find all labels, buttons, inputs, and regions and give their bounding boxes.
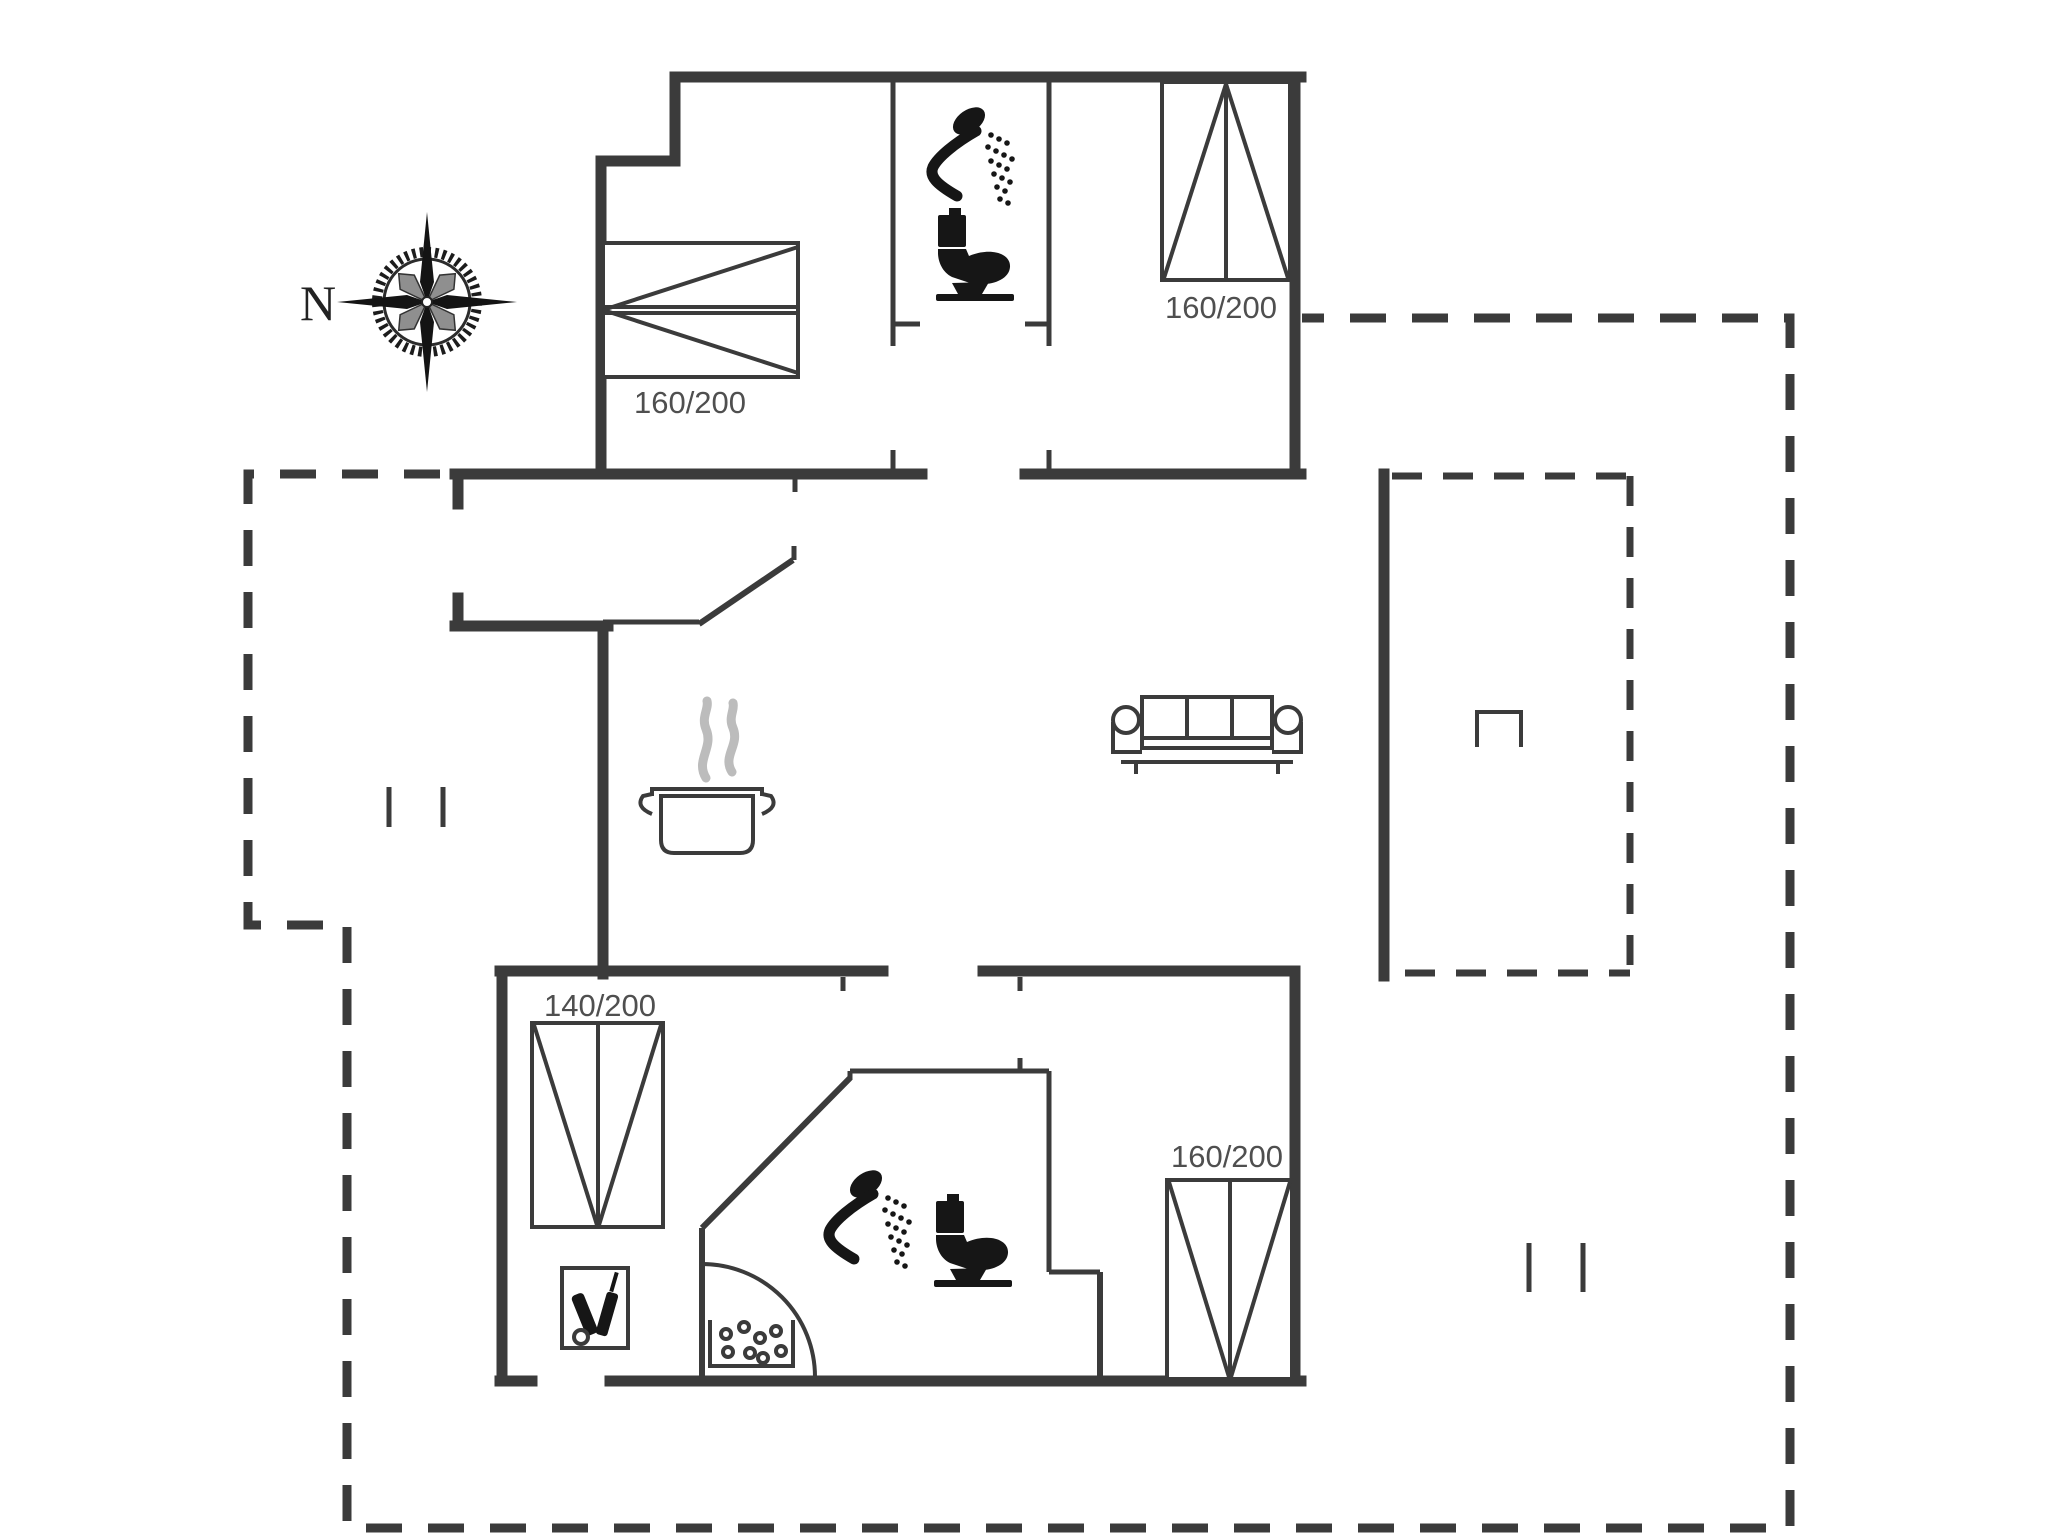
shower-icon-top xyxy=(932,102,1015,206)
bed-top-left-size-label: 160/200 xyxy=(634,385,746,420)
door-swing-arc xyxy=(701,1262,817,1378)
bed-bottom-right xyxy=(1165,1178,1294,1381)
bed-bottom-left xyxy=(530,1021,665,1229)
bed-top-left xyxy=(601,241,800,379)
compass-rose-icon xyxy=(337,212,517,392)
toilet-icon-bottom xyxy=(934,1194,1012,1287)
terrace-dashed-boundary xyxy=(243,313,1795,1533)
shower-icon-bottom xyxy=(829,1165,912,1269)
steam-icon xyxy=(697,696,740,783)
north-label: N xyxy=(300,275,336,331)
shoe-basket xyxy=(708,1320,795,1368)
covered-terrace-dashed-outline xyxy=(1392,472,1634,977)
sofa xyxy=(1111,695,1303,774)
step-marks-left xyxy=(386,787,446,827)
bed-top-right xyxy=(1160,80,1292,282)
cooking-pot-icon xyxy=(638,787,776,855)
wardrobe-cleaning-closet xyxy=(560,1266,630,1350)
interior-partitions xyxy=(603,82,1103,1381)
bed-bottom-left-size-label: 140/200 xyxy=(544,988,656,1023)
bed-top-right-size-label: 160/200 xyxy=(1165,290,1277,325)
exterior-walls xyxy=(449,71,1390,1387)
bed-bottom-right-size-label: 160/200 xyxy=(1171,1139,1283,1174)
side-table xyxy=(1475,710,1523,747)
step-marks-right xyxy=(1526,1243,1586,1292)
toilet-icon-top xyxy=(936,208,1014,301)
